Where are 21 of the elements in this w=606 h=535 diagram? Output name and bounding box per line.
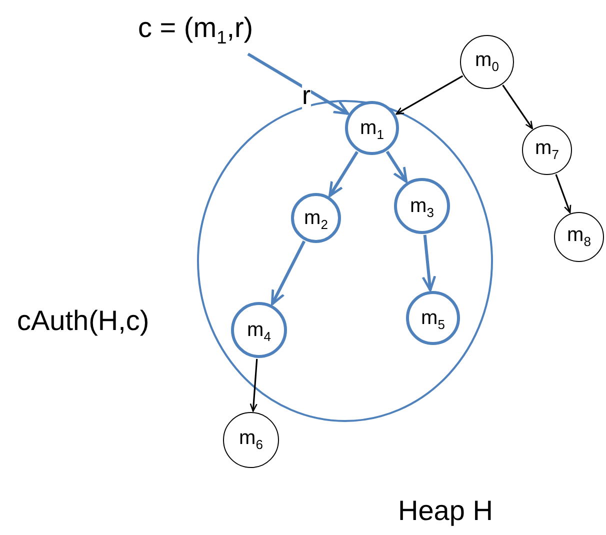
arrow (422, 234, 436, 292)
arrow (396, 75, 464, 115)
arrow (502, 84, 534, 130)
region-label: cAuth(H,c) (17, 305, 150, 337)
circle-node: m$_{3}$ (394, 178, 450, 234)
heap-label: Heap H (398, 495, 493, 527)
arrow (328, 150, 358, 198)
circle-node: m$_{2}$ (291, 193, 341, 243)
circle-node: m$_{7}$ (522, 125, 572, 175)
circle-node: m$_{8}$ (554, 212, 604, 262)
arrow (247, 52, 350, 115)
arrow (386, 150, 408, 183)
tuple-label: c = (m$_{1}$,r) (138, 12, 254, 49)
circle-node: m$_{6}$ (223, 412, 279, 468)
circle-node: m$_{4}$ (231, 302, 287, 358)
circle-node: m$_{0}$ (460, 35, 514, 89)
arrow (555, 174, 572, 214)
arrow (250, 358, 258, 412)
circle-node: m$_{1}$ (345, 101, 399, 155)
arrow (270, 240, 306, 306)
circle-node: m$_{5}$ (406, 291, 460, 345)
